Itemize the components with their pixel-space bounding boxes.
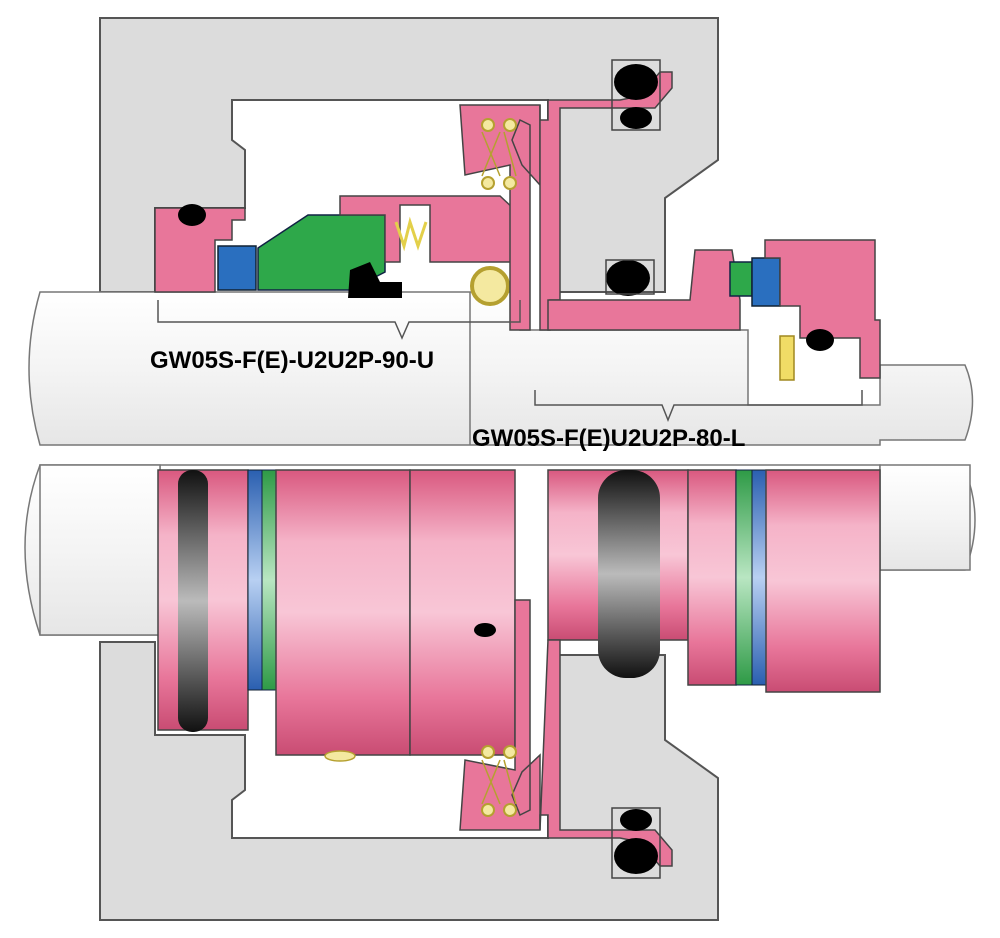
sleeve-lower [459,599,673,879]
upper-seal-top [154,195,516,306]
spring-upper-left [394,216,428,252]
housing [99,17,719,921]
sleeve-arm-lower [539,639,673,867]
spring-coils-upper [481,118,517,190]
gland-ring-upper-left [154,207,246,293]
oring-groove-mid-upper [605,259,655,295]
oring-wedge-upper [348,262,402,298]
right-seal-top [547,239,881,381]
pin-lower [324,750,356,762]
shaft-lower-right [879,464,971,571]
sleeve-upper [459,59,673,331]
seat-ring-blue-upper [217,245,257,291]
seat-ring-blue-lower [247,469,263,691]
label-upper-assembly: GW05S-F(E)-U2U2P-90-U [150,347,434,374]
bracket-lower-assembly [534,390,863,423]
face-ring-green-right-lower [735,469,753,686]
oring-groove-bottom [611,807,661,879]
bracket-upper-assembly [157,300,521,340]
shaft-lower-band [39,464,161,636]
oring-upper-left [178,204,206,226]
spring-coils-lower [481,745,517,817]
oring-lower-right [598,470,660,678]
drive-hole [474,623,496,637]
oring-mid-upper [606,260,650,296]
lower-assembly-right [547,469,881,693]
seat-ring-blue-right-lower [751,469,767,686]
lower-assembly-left [157,469,516,762]
label-lower-assembly: GW05S-F(E)U2U2P-80-L [472,425,745,452]
oring-bottom-2 [620,809,652,831]
gland-ring-right [764,239,881,379]
oring-right [806,329,834,351]
rotating-body-lower [275,469,411,756]
oring-lower-left [178,470,208,732]
oring-top-1 [614,64,658,100]
oring-groove-top [611,59,661,131]
oring-bottom-1 [614,838,658,874]
set-screw-right [779,335,795,381]
face-ring-green-lower [261,469,277,691]
spring-coil-upper [470,266,510,306]
gland-ring-right-lower [765,469,881,693]
seat-ring-blue-right [751,257,781,307]
oring-top-2 [620,107,652,129]
face-ring-green-right [729,261,753,297]
sleeve-body-lower [409,469,516,756]
right-body-lower [687,469,737,686]
